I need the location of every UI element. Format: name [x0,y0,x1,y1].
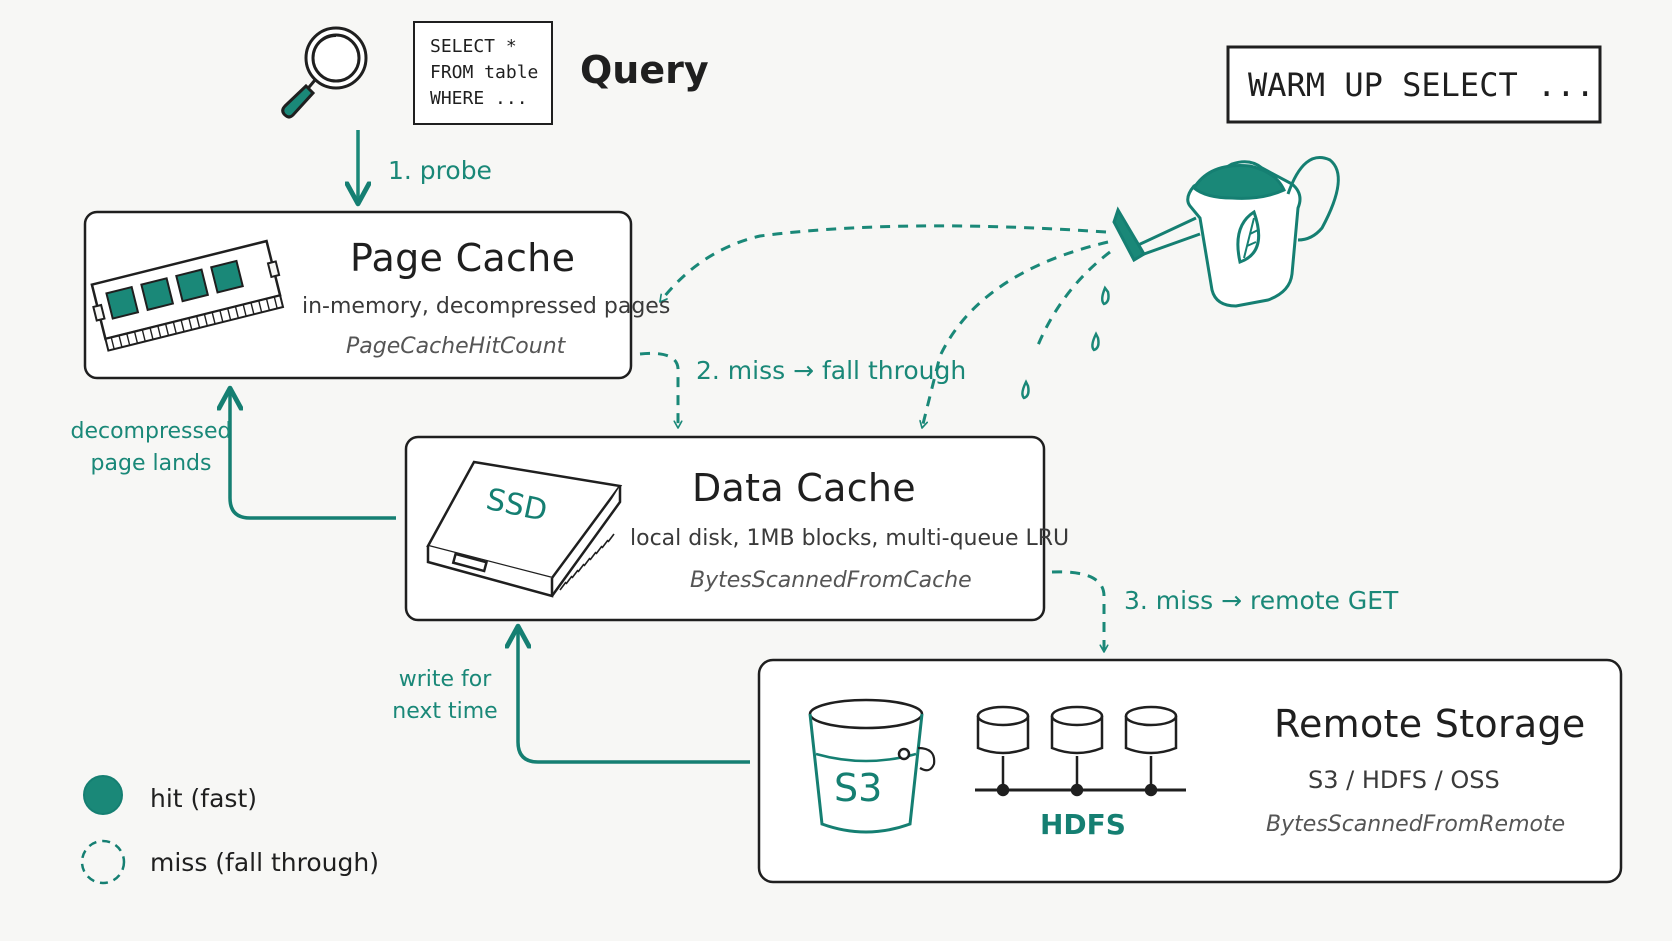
data-cache-title: Data Cache [692,466,916,510]
step-miss-fall-label: 2. miss → fall through [696,356,967,385]
sql-line-3: WHERE ... [430,88,528,109]
ram-icon [90,239,285,352]
remote-storage-metric: BytesScannedFromRemote [1266,812,1566,837]
hdfs-icon [975,705,1186,797]
warmup-label: WARM UP SELECT ... [1248,66,1595,104]
warmup-stream-3 [1034,250,1111,351]
decompressed-line-1: decompressed [70,419,232,444]
write-line-2: next time [392,699,498,724]
s3-icon-label: S3 [834,766,883,810]
remote-storage-title: Remote Storage [1274,702,1586,746]
s3-bucket-icon [808,698,936,834]
miss-remote-arrow [1051,570,1104,652]
water-drops [1021,285,1110,400]
miss-fall-arrow [639,351,678,428]
page-cache-title: Page Cache [350,236,576,280]
page-cache-metric: PageCacheHitCount [346,334,566,359]
write-back-label: write for next time [392,664,498,728]
write-back-arrow [518,628,750,764]
sql-card [413,21,553,125]
legend-miss-icon [80,839,126,885]
decompressed-label: decompressed page lands [68,416,234,480]
write-line-1: write for [398,667,492,692]
step-probe-label: 1. probe [388,156,492,185]
data-cache-subtitle: local disk, 1MB blocks, multi-queue LRU [630,526,1070,551]
remote-storage-subtitle: S3 / HDFS / OSS [1308,766,1500,794]
legend-hit-icon [83,775,123,815]
sql-line-1: SELECT * [430,36,517,57]
ssd-icon [426,460,623,598]
warmup-box [1226,45,1602,124]
magnifier-icon [281,26,368,119]
legend-hit-label: hit (fast) [150,784,257,813]
warmup-stream-to-data-cache [922,240,1109,428]
decompressed-arrow [230,390,396,520]
legend-miss-label: miss (fall through) [150,848,379,877]
query-label: Query [580,48,709,92]
page-cache-subtitle: in-memory, decompressed pages [302,294,671,319]
sql-line-2: FROM table [430,62,539,83]
watering-can-icon [1112,156,1340,308]
step-miss-remote-label: 3. miss → remote GET [1124,586,1399,615]
decompressed-line-2: page lands [90,451,212,476]
warmup-stream-to-page-cache [658,224,1107,303]
remote-storage-box [757,658,1623,884]
data-cache-metric: BytesScannedFromCache [690,568,972,593]
hdfs-icon-label: HDFS [1040,808,1126,841]
